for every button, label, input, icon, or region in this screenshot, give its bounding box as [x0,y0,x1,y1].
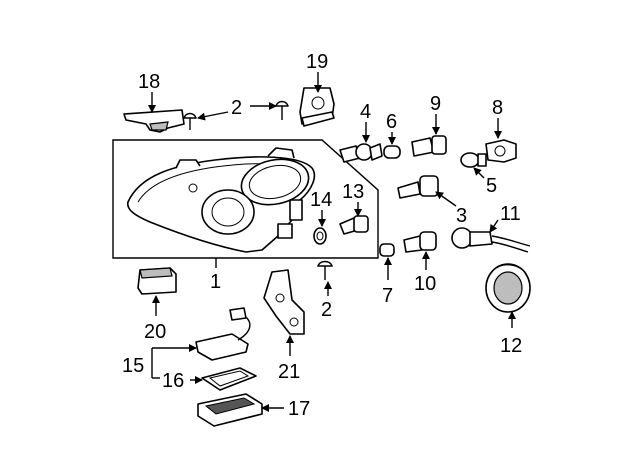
cover-part-12 [485,263,531,313]
bulb-part-9 [411,135,447,157]
callout-20: 20 [144,321,166,343]
callout-4: 4 [360,101,371,123]
callout-18: 18 [138,71,160,93]
ring-part-14 [313,227,327,245]
screw-near-18 [183,112,197,130]
ballast-part-17 [197,393,263,427]
socket-part-8 [485,139,517,163]
bulb-part-5 [460,152,487,168]
harness-part-11 [451,227,531,253]
gasket-part-16 [201,367,257,391]
cover-part-19 [299,87,335,127]
callout-2-top: 2 [231,97,242,119]
callout-14: 14 [310,189,332,211]
bolt-part-2-lower [317,260,333,280]
ballast-part-15 [195,307,251,361]
callout-17: 17 [288,398,310,420]
module-part-20 [137,267,177,295]
callout-6: 6 [386,111,397,133]
callout-3: 3 [456,205,467,227]
bracket-part-21 [263,269,305,335]
bulb-part-4 [339,143,383,163]
leader-lines [148,72,516,412]
callout-11: 11 [500,203,521,225]
callout-21: 21 [278,361,300,383]
bulb-part-3 [397,175,439,199]
callout-1: 1 [210,271,221,293]
callout-13: 13 [342,181,364,203]
bulb-part-10 [403,231,437,253]
cap-part-7 [379,243,395,257]
headlamp-assembly-box [112,139,379,268]
callout-15: 15 [122,355,144,377]
bulb-part-13 [339,215,369,235]
cap-part-6 [383,145,401,159]
bracket-part-18 [123,109,185,133]
callout-5: 5 [486,175,497,197]
callout-10: 10 [414,273,436,295]
callout-2-lower: 2 [321,299,332,321]
callout-9: 9 [430,93,441,115]
callout-16: 16 [162,370,184,392]
callout-19: 19 [306,51,328,73]
callout-12: 12 [500,335,522,357]
headlamp-housing [126,147,316,253]
screw-part-2-top [275,100,289,120]
callout-7: 7 [382,285,393,307]
callout-8: 8 [492,97,503,119]
